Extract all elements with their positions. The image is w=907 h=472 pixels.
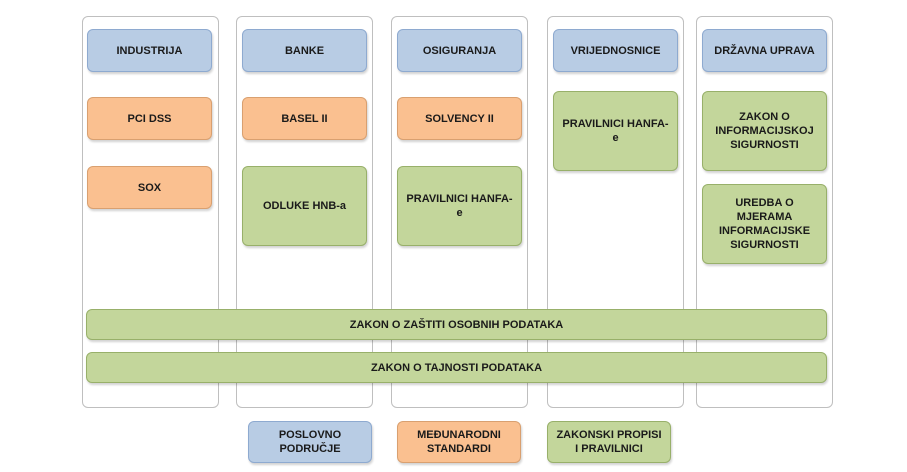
standard-basel-ii: BASEL II xyxy=(242,97,367,140)
column-industrija xyxy=(82,16,219,408)
law-tajnost-podataka: ZAKON O TAJNOSTI PODATAKA xyxy=(86,352,827,383)
header-osiguranja: OSIGURANJA xyxy=(397,29,522,72)
legend-business-area: POSLOVNO PODRUČJE xyxy=(248,421,372,463)
law-uredba-mjere-sigurnosti: UREDBA O MJERAMA INFORMACIJSKE SIGURNOST… xyxy=(702,184,827,264)
legend-laws-regulations: ZAKONSKI PROPISI I PRAVILNICI xyxy=(547,421,671,463)
law-zastita-osobnih-podataka: ZAKON O ZAŠTITI OSOBNIH PODATAKA xyxy=(86,309,827,340)
header-industrija: INDUSTRIJA xyxy=(87,29,212,72)
standard-sox: SOX xyxy=(87,166,212,209)
header-vrijednosnice: VRIJEDNOSNICE xyxy=(553,29,678,72)
law-odluke-hnb: ODLUKE HNB-a xyxy=(242,166,367,246)
legend-international-standards: MEĐUNARODNI STANDARDI xyxy=(397,421,521,463)
law-pravilnici-hanfa-osiguranja: PRAVILNICI HANFA-e xyxy=(397,166,522,246)
column-vrijednosnice xyxy=(547,16,684,408)
standard-solvency-ii: SOLVENCY II xyxy=(397,97,522,140)
standard-pci-dss: PCI DSS xyxy=(87,97,212,140)
law-pravilnici-hanfa-vrijednosnice: PRAVILNICI HANFA-e xyxy=(553,91,678,171)
header-drzavna-uprava: DRŽAVNA UPRAVA xyxy=(702,29,827,72)
law-zakon-informacijska-sigurnost: ZAKON O INFORMACIJSKOJ SIGURNOSTI xyxy=(702,91,827,171)
header-banke: BANKE xyxy=(242,29,367,72)
